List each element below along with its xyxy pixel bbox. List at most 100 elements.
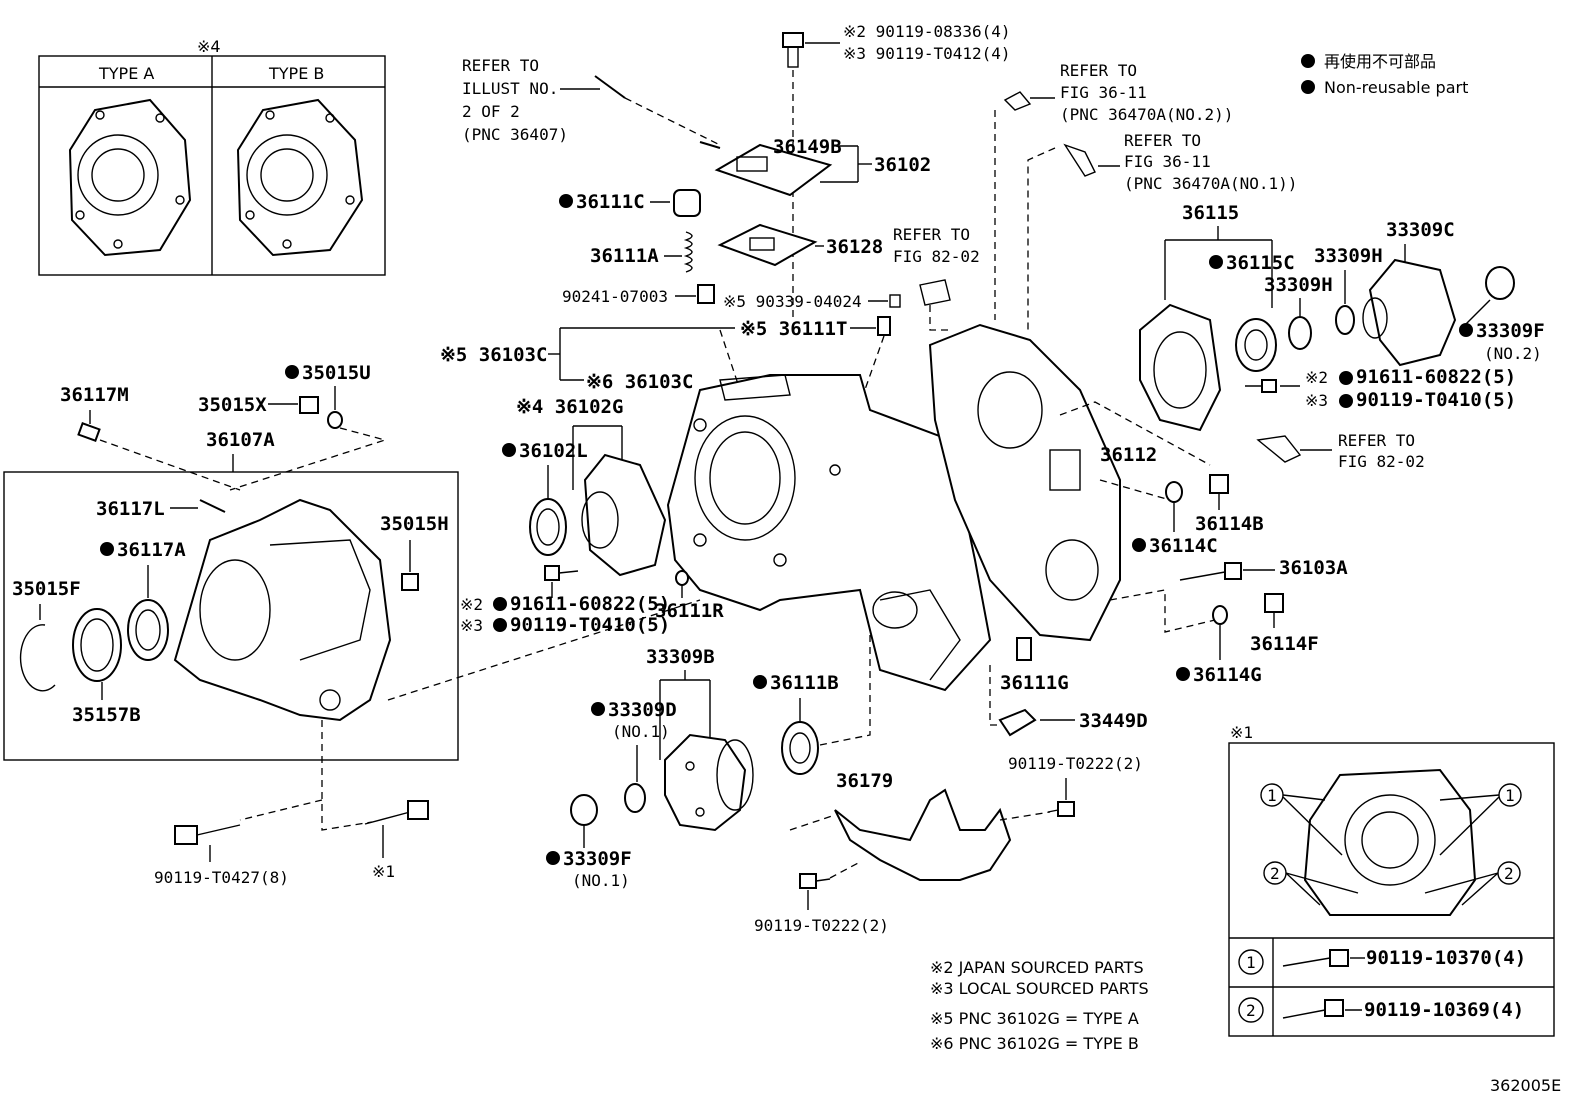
- svg-text:90119-T0427(8): 90119-T0427(8): [154, 868, 289, 887]
- pin-36117L: [199, 499, 226, 513]
- seal-36111B: [781, 721, 819, 775]
- svg-text:REFER TO: REFER TO: [1124, 131, 1201, 150]
- group-36102G: ※4 36102G 36102L ※2 91611-60822(5) ※3 90…: [460, 396, 724, 636]
- svg-text:36111C: 36111C: [576, 191, 645, 213]
- non-reusable-dot-icon: [493, 618, 507, 632]
- rear-housing-frame: [3, 471, 459, 761]
- bolts-right: ※2 91611-60822(5) ※3 90119-T0410(5): [1245, 366, 1516, 411]
- svg-text:※3: ※3: [460, 616, 483, 635]
- bearing-36115C: [1235, 318, 1277, 372]
- seal-33309D: [624, 783, 646, 813]
- skid-plate-36179: [834, 788, 1012, 881]
- svg-text:1: 1: [1246, 953, 1256, 972]
- svg-text:35157B: 35157B: [72, 704, 141, 726]
- note-japan: ※2 JAPAN SOURCED PARTS: [930, 958, 1144, 977]
- svg-text:36117L: 36117L: [96, 498, 165, 520]
- ref-illust: REFER TO ILLUST NO. 2 OF 2 (PNC 36407): [462, 56, 721, 146]
- svg-text:33309F: 33309F: [563, 848, 632, 870]
- svg-text:33309C: 33309C: [1386, 219, 1455, 241]
- non-reusable-dot-icon: [1209, 255, 1223, 269]
- nut-33309F: [1485, 266, 1515, 300]
- washer-35015U: [327, 411, 343, 429]
- svg-text:FIG 82-02: FIG 82-02: [893, 247, 980, 266]
- ring-33309H: [1335, 305, 1355, 335]
- non-reusable-dot-icon: [546, 851, 560, 865]
- group-36114: 36114C 36114B 36103A 36114F 36114G: [1132, 474, 1348, 686]
- svg-text:36102: 36102: [874, 154, 931, 176]
- pin-36111G: [1016, 637, 1032, 661]
- legend-jp: 再使用不可部品: [1324, 52, 1436, 71]
- non-reusable-dot-icon: [559, 194, 573, 208]
- inset-bolt-positions: ※1 1 1 2 2 1 90119-10370(4) 2 901: [1228, 723, 1555, 1037]
- svg-text:33309H: 33309H: [1314, 245, 1383, 267]
- svg-text:36102L: 36102L: [519, 440, 588, 462]
- svg-text:36103A: 36103A: [1279, 557, 1348, 579]
- svg-text:90119-10370(4): 90119-10370(4): [1366, 947, 1526, 969]
- svg-text:ILLUST NO.: ILLUST NO.: [462, 79, 558, 98]
- svg-text:33309F: 33309F: [1476, 320, 1545, 342]
- figure-id: 362005E: [1490, 1076, 1561, 1095]
- svg-text:35015U: 35015U: [302, 362, 371, 384]
- seal-36117A: [127, 599, 169, 661]
- non-reusable-dot-icon: [1459, 323, 1473, 337]
- svg-text:36111A: 36111A: [590, 245, 659, 267]
- svg-text:90119-T0222(2): 90119-T0222(2): [1008, 754, 1143, 773]
- left-upper-parts: 36117M 35015X 35015U 36107A: [60, 362, 388, 491]
- svg-text:REFER TO: REFER TO: [1338, 431, 1415, 450]
- svg-text:※6 36103C: ※6 36103C: [586, 371, 693, 393]
- washer-36114G: [1212, 605, 1228, 625]
- non-reusable-dot-icon: [1339, 394, 1353, 408]
- svg-text:90119-T0410(5): 90119-T0410(5): [1356, 389, 1516, 411]
- top-bolt-group: ※2 90119-08336(4) ※3 90119-T0412(4): [782, 22, 1011, 320]
- group-33309B: 33309B 33309D (NO.1) 33309F (NO.1): [546, 646, 754, 890]
- non-reusable-dot-icon: [753, 675, 767, 689]
- svg-text:90241-07003: 90241-07003: [562, 287, 668, 306]
- non-reusable-dot-icon: [1132, 538, 1146, 552]
- housing-36107A: [173, 498, 392, 722]
- svg-text:※4 36102G: ※4 36102G: [516, 396, 623, 418]
- svg-text:36128: 36128: [826, 236, 883, 258]
- svg-text:36149B: 36149B: [773, 136, 842, 158]
- non-reusable-dot-icon: [1176, 667, 1190, 681]
- ref-fig82-02-top: REFER TO FIG 82-02: [893, 225, 980, 331]
- extension-housing-36102G: [583, 453, 667, 577]
- svg-text:91611-60822(5): 91611-60822(5): [510, 593, 670, 615]
- svg-text:※5 90339-04024: ※5 90339-04024: [723, 292, 862, 311]
- svg-text:REFER TO: REFER TO: [1060, 61, 1137, 80]
- non-reusable-dot-icon: [100, 542, 114, 556]
- legend-dot-icon: [1301, 54, 1315, 68]
- ref-fig36-11-no2: REFER TO FIG 36-11 (PNC 36470A(NO.2)): [994, 61, 1233, 320]
- svg-text:FIG 82-02: FIG 82-02: [1338, 452, 1425, 471]
- gasket-36128: 36128: [717, 223, 883, 267]
- svg-text:※2: ※2: [1305, 368, 1328, 387]
- svg-text:1: 1: [1505, 786, 1515, 805]
- svg-text:REFER TO: REFER TO: [462, 56, 539, 75]
- type-b-housing-illustration: [236, 98, 364, 257]
- note-local: ※3 LOCAL SOURCED PARTS: [930, 979, 1149, 998]
- rear-housing-box: 36117L 35015H 36117A 35015F 35157B: [3, 471, 701, 761]
- footnotes: ※2 JAPAN SOURCED PARTS ※3 LOCAL SOURCED …: [930, 958, 1561, 1095]
- legend: 再使用不可部品 Non-reusable part: [1301, 52, 1468, 97]
- svg-text:2: 2: [1270, 864, 1280, 883]
- non-reusable-dot-icon: [493, 597, 507, 611]
- nut-33309F: [570, 794, 598, 826]
- legend-dot-icon: [1301, 80, 1315, 94]
- svg-text:※5 36103C: ※5 36103C: [440, 344, 547, 366]
- svg-text:35015F: 35015F: [12, 578, 81, 600]
- svg-text:(NO.2): (NO.2): [1484, 344, 1542, 363]
- sleeve-35157B: [72, 608, 122, 682]
- cover-36115: [1139, 303, 1222, 432]
- pin-90241: [697, 284, 715, 304]
- svg-text:90119-T0410(5): 90119-T0410(5): [510, 614, 670, 636]
- group-36111G-33449D: 36111G 33449D: [989, 637, 1148, 737]
- bolt-head-icon: [1329, 949, 1349, 967]
- front-housing-36112: 36112: [928, 323, 1216, 642]
- type-a-label: TYPE A: [98, 64, 154, 83]
- svg-text:※1: ※1: [1230, 723, 1253, 742]
- svg-text:33449D: 33449D: [1079, 710, 1148, 732]
- svg-text:90119-T0222(2): 90119-T0222(2): [754, 916, 889, 935]
- note-type-a: ※5 PNC 36102G = TYPE A: [930, 1009, 1139, 1028]
- row-1-callout-icon: [1238, 949, 1264, 975]
- svg-text:(PNC 36470A(NO.1)): (PNC 36470A(NO.1)): [1124, 174, 1297, 193]
